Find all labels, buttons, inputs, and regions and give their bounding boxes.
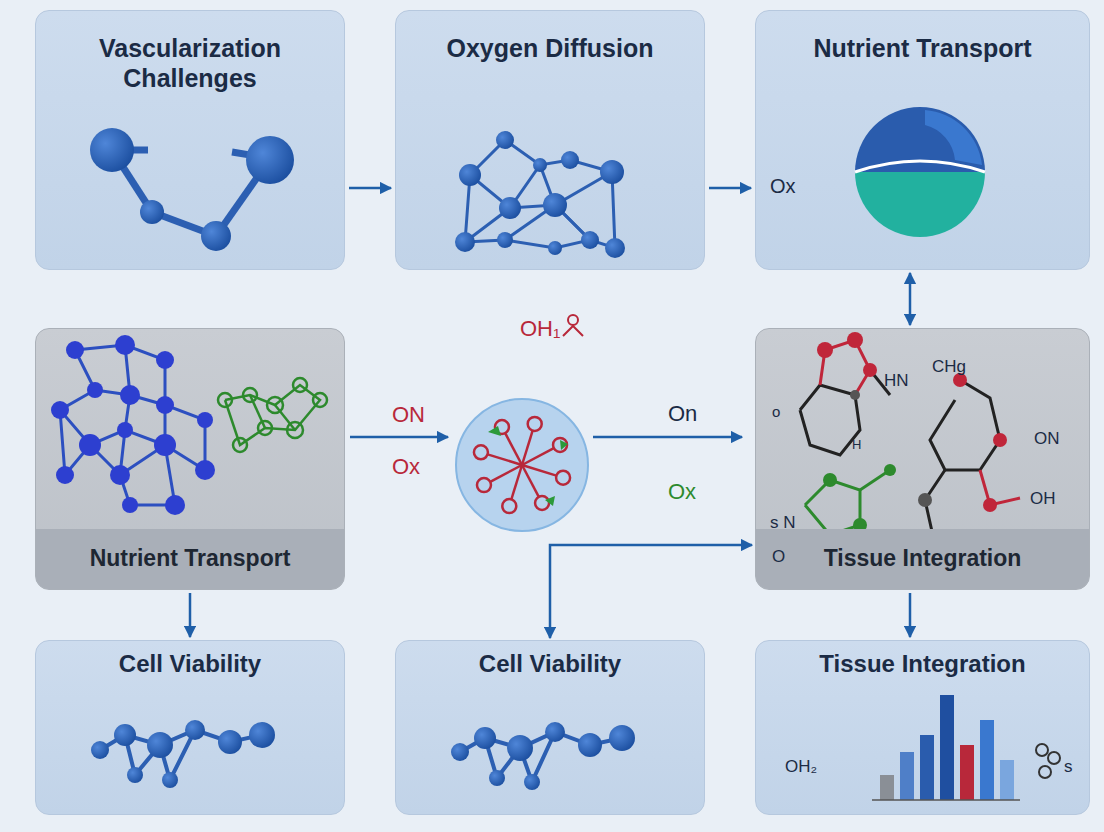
formula-label: H bbox=[852, 438, 861, 451]
title-box: Vascularization Challenges bbox=[35, 10, 345, 270]
formula-label: ON bbox=[392, 404, 425, 426]
title-box: Oxygen Diffusion bbox=[395, 10, 705, 270]
cell-chain bbox=[91, 720, 635, 790]
flow-arrow bbox=[350, 436, 742, 439]
box-title: Cell Viability bbox=[36, 641, 344, 679]
box-title: Nutrient Transport bbox=[36, 529, 344, 589]
formula-label: s N bbox=[770, 514, 796, 531]
box-title: Tissue Integration bbox=[756, 529, 1089, 589]
formula-label: On bbox=[668, 403, 697, 425]
result-box: Cell Viability bbox=[35, 640, 345, 815]
formula-label: Ox bbox=[668, 481, 696, 503]
flow-connector bbox=[709, 187, 751, 190]
vascular-molecule bbox=[90, 128, 294, 251]
flow-connector bbox=[349, 187, 391, 190]
box-title: Nutrient Transport bbox=[808, 11, 1038, 63]
box-title: Cell Viability bbox=[396, 641, 704, 679]
result-box: Cell Viability bbox=[395, 640, 705, 815]
formula-label: Ox bbox=[770, 176, 796, 196]
flow-connector bbox=[909, 593, 912, 637]
box-title: Vascularization Challenges bbox=[75, 11, 305, 93]
nutrient-sphere bbox=[855, 107, 985, 237]
flow-connector bbox=[909, 273, 912, 325]
box-title: Oxygen Diffusion bbox=[435, 11, 665, 63]
formula-label: OH bbox=[1030, 490, 1056, 507]
center-sphere bbox=[456, 399, 588, 531]
bar-chart bbox=[872, 695, 1060, 800]
formula-label: OH₂ bbox=[785, 758, 817, 775]
formula-label: HN bbox=[884, 372, 909, 389]
title-box: Nutrient Transport bbox=[755, 10, 1090, 270]
formula-label: s bbox=[1064, 758, 1073, 775]
process-panel: Tissue Integration bbox=[755, 328, 1090, 590]
box-title: Tissue Integration bbox=[756, 641, 1089, 679]
flow-connector bbox=[189, 593, 192, 637]
oxygen-network bbox=[455, 131, 625, 258]
formula-label: ON bbox=[1034, 430, 1060, 447]
oh-icon bbox=[563, 315, 583, 336]
formula-label: O bbox=[772, 548, 785, 565]
formula-label: o bbox=[772, 404, 780, 419]
tissue-molecules bbox=[800, 332, 1020, 551]
flow-connector bbox=[550, 545, 752, 638]
process-panel: Nutrient Transport bbox=[35, 328, 345, 590]
mid-network bbox=[51, 335, 215, 515]
formula-label: OH₁ bbox=[520, 318, 560, 340]
green-network bbox=[218, 378, 327, 452]
formula-label: Ox bbox=[392, 456, 420, 478]
result-box: Tissue Integration bbox=[755, 640, 1090, 815]
formula-label: CHg bbox=[932, 358, 966, 375]
